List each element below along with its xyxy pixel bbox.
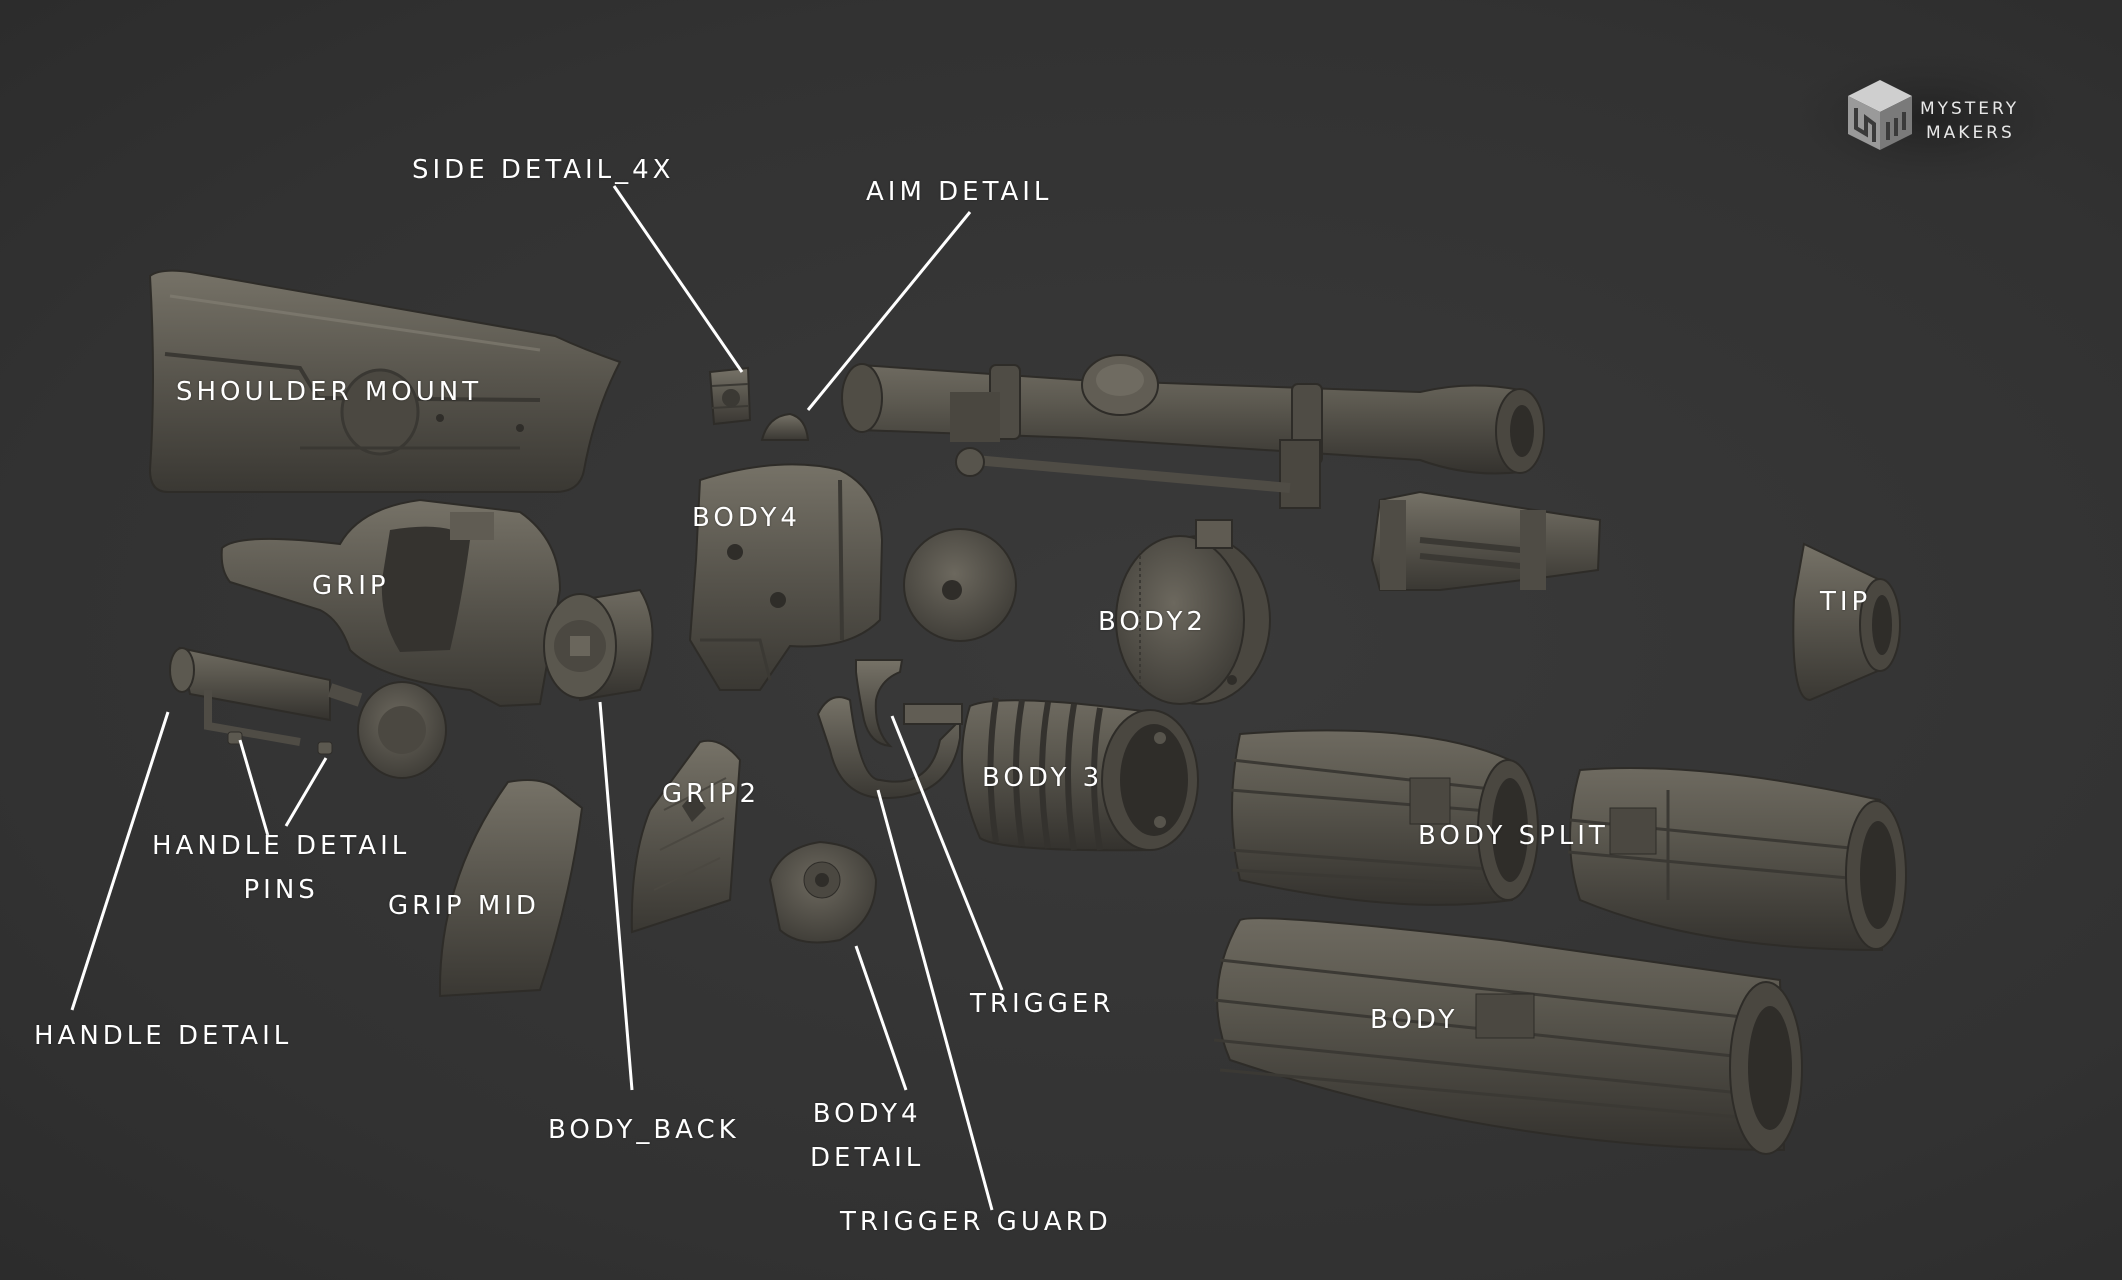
body-part: [1213, 917, 1803, 1155]
label-body4: BODY4: [692, 503, 801, 533]
label-body3: BODY 3: [982, 763, 1104, 793]
tip-part: [1792, 542, 1901, 702]
aim-detail-part: [760, 412, 810, 441]
leader-side-detail: [612, 185, 744, 373]
body4-ring-part: [903, 528, 1017, 642]
shoulder-mount-part: [148, 269, 622, 493]
leader-body4-detail: [854, 945, 908, 1091]
leader-trigger-guard: [876, 789, 994, 1211]
label-side-detail: SIDE DETAIL_4X: [412, 155, 675, 185]
leader-pins-left: [238, 739, 270, 837]
label-body2: BODY2: [1098, 607, 1207, 637]
label-handle-detail-pins-line1: HANDLE DETAIL: [152, 831, 411, 861]
leader-pins-right: [284, 757, 328, 827]
body-back-part: [543, 588, 654, 702]
body3-part: [961, 697, 1199, 852]
body4-part: [688, 463, 884, 691]
label-aim-detail: AIM DETAIL: [866, 177, 1053, 207]
scope-mount-part: [1370, 490, 1602, 591]
body-split-left-part: [1229, 729, 1539, 906]
leader-trigger: [890, 715, 1004, 991]
label-handle-detail: HANDLE DETAIL: [34, 1021, 293, 1051]
grip-mid-part: [438, 779, 584, 998]
label-handle-detail-pins: HANDLE DETAIL PINS: [152, 824, 410, 912]
label-body-split: BODY SPLIT: [1418, 821, 1609, 851]
label-body: BODY: [1370, 1005, 1459, 1035]
label-grip2: GRIP2: [662, 779, 761, 809]
label-body-back: BODY_BACK: [548, 1115, 740, 1145]
label-body4-detail: BODY4 DETAIL: [810, 1092, 924, 1180]
label-grip-mid: GRIP MID: [388, 891, 540, 921]
leader-lines: [70, 185, 1004, 1211]
label-body4-detail-line1: BODY4: [812, 1099, 922, 1129]
leader-aim-detail: [806, 211, 972, 411]
mystery-makers-logo: [1790, 48, 2070, 188]
label-trigger-guard: TRIGGER GUARD: [840, 1207, 1112, 1237]
logo-text-line1: MYSTERY: [1920, 99, 2020, 119]
leader-body-back: [598, 701, 634, 1091]
logo-text-line2: MAKERS: [1926, 123, 2015, 143]
side-detail-part: [708, 366, 752, 426]
label-body4-detail-line2: DETAIL: [810, 1143, 925, 1173]
trigger-part: [855, 659, 904, 748]
handle-detail-part: [169, 646, 447, 779]
handle-detail-pins-part: [227, 731, 333, 755]
body2-part: [1115, 519, 1271, 705]
label-trigger: TRIGGER: [970, 989, 1115, 1019]
grip2-part: [630, 739, 742, 934]
body4-detail-part: [768, 840, 878, 944]
body-split-right-part: [1567, 767, 1907, 952]
scope-part: [841, 354, 1545, 509]
leader-handle-detail: [70, 711, 170, 1011]
grip-part: [220, 498, 562, 708]
label-handle-detail-pins-line2: PINS: [243, 875, 319, 905]
label-tip: TIP: [1820, 587, 1872, 617]
label-shoulder-mount: SHOULDER MOUNT: [176, 377, 483, 407]
trigger-guard-part: [816, 696, 963, 800]
label-grip: GRIP: [312, 571, 390, 601]
